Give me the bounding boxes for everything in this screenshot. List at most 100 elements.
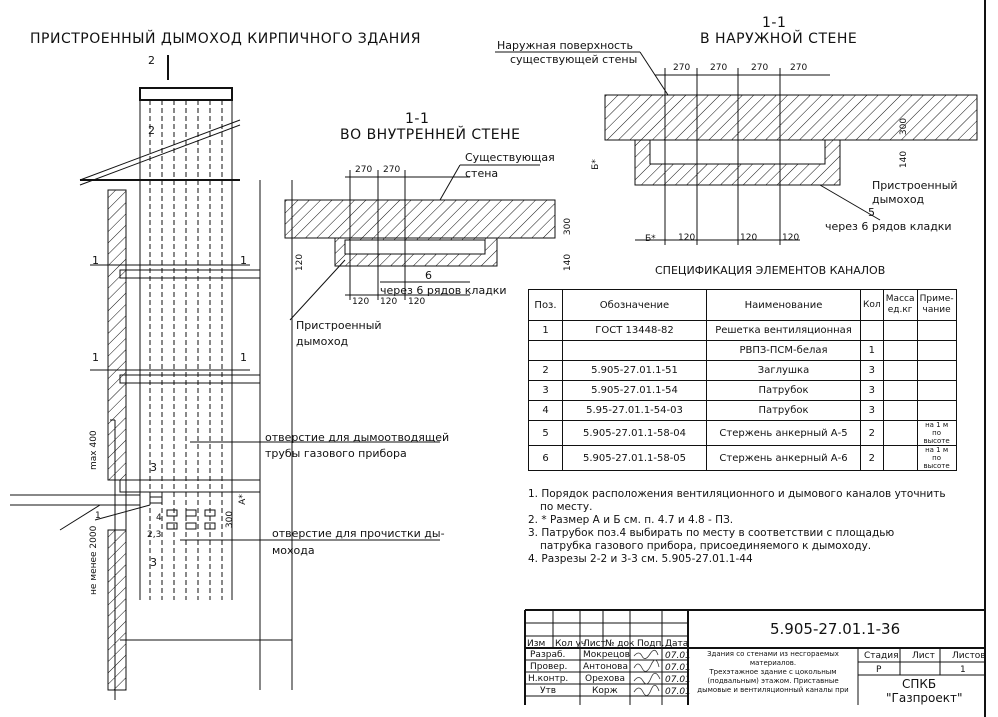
cell xyxy=(882,340,918,361)
cell: 5.905-27.01.1-58-05 xyxy=(562,445,707,471)
stage-value: Р xyxy=(876,665,882,675)
outer-dim-b2: Б* xyxy=(645,234,656,244)
existing-wall-label-1: Существующая xyxy=(465,151,555,164)
col-list: Лист xyxy=(583,639,606,649)
note-1-cont: по месту. xyxy=(540,501,593,513)
section-inner-title: ВО ВНУТРЕННЕЙ СТЕНЕ xyxy=(340,127,521,143)
inner-dim-120b: 120 xyxy=(380,297,398,307)
cell: Патрубок xyxy=(706,400,861,421)
cell: 2 xyxy=(528,360,563,381)
cell: 5.905-27.01.1-58-04 xyxy=(562,420,707,446)
inner-chimney-label-2: дымоход xyxy=(296,335,349,348)
inner-chimney-label-1: Пристроенный xyxy=(296,319,382,332)
stage-label: Стадия xyxy=(864,651,899,661)
note-4: 4. Разрезы 2-2 и 3-3 см. 5.905-27.01.1-4… xyxy=(528,553,753,565)
outer-dim-270c: 270 xyxy=(751,63,769,73)
header-name: Наименование xyxy=(706,289,861,321)
title-block-grid xyxy=(524,609,985,705)
cell: 2 xyxy=(860,445,884,471)
section-inner-drawing xyxy=(284,164,556,321)
inner-dim-270b: 270 xyxy=(383,165,401,175)
inner-dim-120c: 120 xyxy=(408,297,426,307)
outer-dim-270a: 270 xyxy=(673,63,691,73)
cell xyxy=(882,445,918,471)
inner-dim-140: 140 xyxy=(563,253,574,272)
section-mark-3b: 3 xyxy=(150,556,157,569)
section-mark-2-top: 2 xyxy=(148,54,155,67)
header-mass: Масса ед.кг xyxy=(882,289,918,321)
header-designation: Обозначение xyxy=(562,289,707,321)
spec-title: СПЕЦИФИКАЦИЯ ЭЛЕМЕНТОВ КАНАЛОВ xyxy=(655,264,886,277)
main-title: ПРИСТРОЕННЫЙ ДЫМОХОД КИРПИЧНОГО ЗДАНИЯ xyxy=(30,31,422,47)
description-line: Трехэтажное здание с цокольным xyxy=(709,668,837,676)
cell: 3 xyxy=(860,360,884,381)
note-3-cont: патрубка газового прибора, присоединяемо… xyxy=(540,540,872,552)
cell: 1 xyxy=(860,340,884,361)
sheets-value: 1 xyxy=(960,665,966,675)
cell: 5 xyxy=(528,420,563,446)
section-mark-1c: 1 xyxy=(92,351,99,364)
cell: Заглушка xyxy=(706,360,861,381)
col-izm: Изм xyxy=(527,639,546,649)
inner-dim-120a: 120 xyxy=(352,297,370,307)
name-approver: Корж xyxy=(592,686,618,696)
header-note: Приме-чание xyxy=(916,289,957,321)
section-mark-1b: 1 xyxy=(240,254,247,267)
cell: 2 xyxy=(860,420,884,446)
pos-2-3: 2,3 xyxy=(147,530,162,540)
description-line: дымовые и вентиляционный каналы при xyxy=(697,686,849,694)
cell xyxy=(882,400,918,421)
elevation-drawing xyxy=(10,55,440,700)
description-line: Здания со стенами из несгораемых xyxy=(707,650,839,658)
section-outer-number: 1-1 xyxy=(762,15,787,31)
role-developer: Разраб. xyxy=(530,650,566,660)
col-sign: Подп. xyxy=(637,639,665,649)
cell xyxy=(916,380,957,401)
cell xyxy=(916,400,957,421)
pos-1: 1 xyxy=(95,511,101,521)
dim-a: А* xyxy=(237,494,248,505)
cell: 5.905-27.01.1-51 xyxy=(562,360,707,381)
outer-dim-270b: 270 xyxy=(710,63,728,73)
cell: Решетка вентиляционная xyxy=(706,320,861,341)
spec-header-row: Поз. Обозначение Наименование Кол Масса … xyxy=(528,289,957,321)
org-name-1: СПКБ xyxy=(902,677,937,691)
dim-max400: max 400 xyxy=(89,430,99,470)
outer-chimney-label-1: Пристроенный xyxy=(872,179,958,192)
existing-wall-label-2: стена xyxy=(465,167,499,180)
section-mark-1a: 1 xyxy=(92,254,99,267)
cell xyxy=(528,340,563,361)
cell xyxy=(882,360,918,381)
cell: 5.95-27.01.1-54-03 xyxy=(562,400,707,421)
col-kol: Кол уч xyxy=(555,639,587,649)
cell: 3 xyxy=(860,400,884,421)
name-checker: Антонова xyxy=(583,662,628,672)
cell: РВПЗ-ПСМ-белая xyxy=(706,340,861,361)
label-gas-hole-1: отверстие для дымоотводящей xyxy=(265,431,450,444)
role-norm-control: Н.контр. xyxy=(528,674,569,684)
role-checker: Провер. xyxy=(530,662,568,672)
cell: 1 xyxy=(528,320,563,341)
org-name-2: "Газпроект" xyxy=(886,691,963,705)
outer-surface-label-2: существующей стены xyxy=(510,53,638,66)
pos-4: 4 xyxy=(156,513,162,523)
outer-dim-300: 300 xyxy=(899,117,910,136)
name-developer: Мокрецов xyxy=(583,650,630,660)
note-2: 2. * Размер А и Б см. п. 4.7 и 4.8 - ПЗ. xyxy=(528,514,734,526)
section-mark-3a: 3 xyxy=(150,461,157,474)
cell xyxy=(562,340,707,361)
outer-dim-270d: 270 xyxy=(790,63,808,73)
cell: 6 xyxy=(528,445,563,471)
outer-dim-120a: 120 xyxy=(678,233,696,243)
cell: 3 xyxy=(860,380,884,401)
col-date: Дата xyxy=(665,639,689,649)
cell: на 1 м по высоте xyxy=(916,445,957,471)
name-norm-control: Орехова xyxy=(585,674,625,684)
